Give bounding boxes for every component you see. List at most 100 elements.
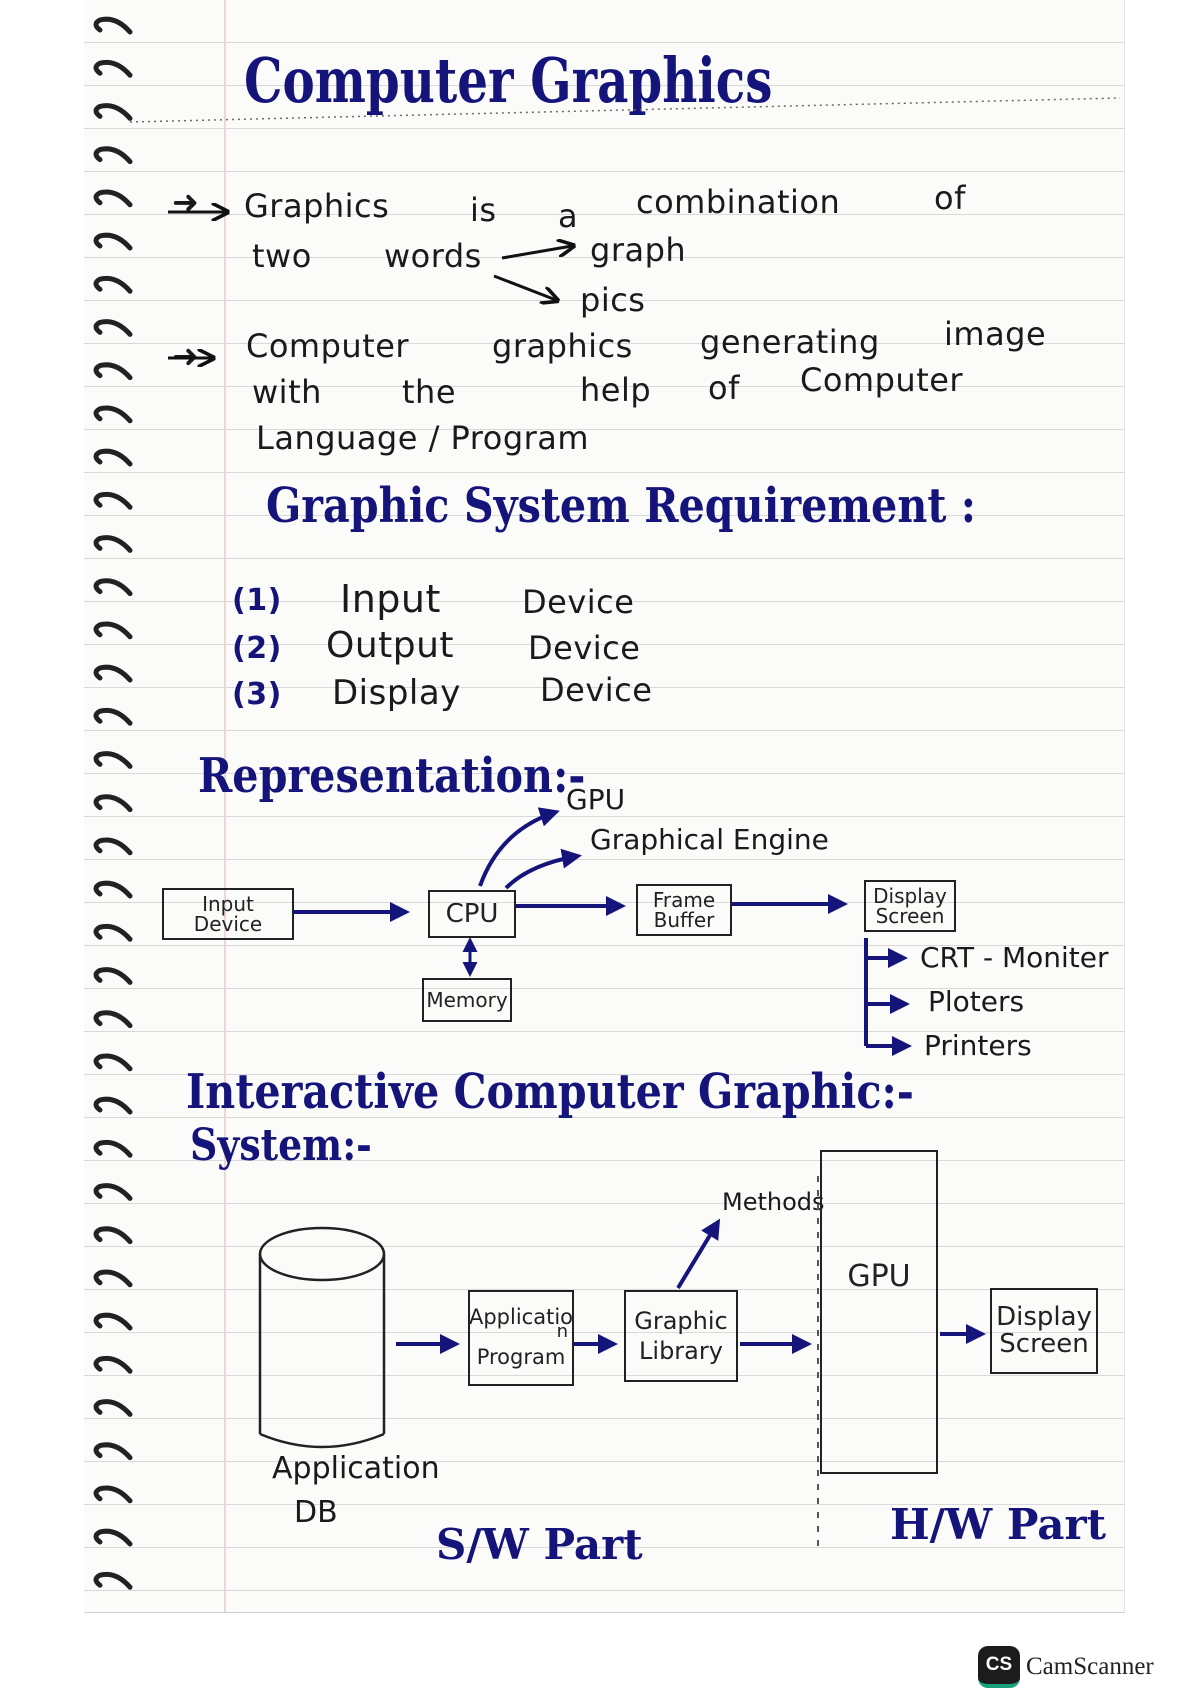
margin-line [224, 0, 226, 1612]
spiral-coil [93, 1096, 133, 1115]
spiral-coil [93, 967, 133, 985]
application-program-box: Applicatio n Program [468, 1290, 574, 1386]
def-line: Language / Program [256, 419, 590, 457]
spiral-coil [93, 1183, 133, 1201]
spiral-coil [93, 880, 133, 899]
spiral-coil [93, 16, 133, 35]
def-word: of [708, 369, 740, 407]
req-word: Input [340, 577, 441, 621]
camscanner-text: CamScanner [1026, 1653, 1154, 1680]
spiral-coil [93, 751, 133, 769]
spiral-coil [93, 578, 133, 597]
def-word: Computer [800, 361, 964, 399]
arrow-icon [676, 1218, 721, 1290]
spiral-coil [93, 1571, 133, 1590]
box-label: Frame [652, 887, 716, 912]
memory-box: Memory [422, 978, 512, 1022]
interactive-heading-2: System:- [190, 1120, 372, 1171]
representation-heading: Representation:- [198, 748, 586, 804]
box-label: Screen [999, 1329, 1089, 1359]
req-number: (1) [232, 583, 282, 618]
arrow-icon [504, 848, 582, 890]
spiral-coil [93, 837, 133, 856]
spiral-coil [93, 535, 133, 553]
interactive-display-box: Display Screen [990, 1288, 1098, 1374]
spiral-coil [93, 59, 133, 78]
req-word: Display [332, 673, 461, 713]
req-word: Output [326, 625, 455, 666]
gpu-label: GPU [566, 783, 626, 816]
def-word: generating [700, 323, 880, 361]
intro-word: combination [636, 183, 841, 221]
camscanner-watermark: CS CamScanner [978, 1646, 1154, 1688]
output-device: Ploters [928, 985, 1025, 1018]
spiral-coil [93, 405, 133, 424]
spiral-coil [93, 1528, 133, 1547]
def-word: with [252, 373, 322, 411]
spiral-coil [93, 1485, 133, 1504]
title-underline [129, 97, 1121, 123]
spiral-coil [93, 146, 133, 165]
camscanner-icon: CS [978, 1646, 1020, 1688]
spiral-coil [93, 1312, 133, 1331]
box-label: Buffer [653, 908, 715, 932]
database-cylinder-icon [258, 1226, 386, 1449]
def-word: graphics [492, 327, 633, 365]
def-word: the [402, 373, 457, 411]
box-label: Library [639, 1337, 723, 1365]
spiral-coil [93, 707, 133, 726]
intro-word: words [384, 237, 482, 275]
spiral-coil [93, 1010, 133, 1029]
spiral-coil [93, 1399, 133, 1417]
box-label: Memory [426, 987, 508, 1012]
def-word: help [580, 371, 652, 409]
box-label: Screen [875, 904, 945, 928]
arrow-icon [493, 274, 556, 300]
box-label: GPU [847, 1259, 911, 1294]
box-label: Device [193, 912, 263, 936]
graphic-library-box: Graphic Library [624, 1290, 738, 1382]
spiral-coil [93, 319, 133, 337]
box-label: Display [996, 1302, 1092, 1333]
def-word: Computer [246, 327, 410, 365]
req-number: (2) [232, 631, 282, 666]
requirements-heading: Graphic System Requirement : [266, 478, 977, 534]
spiral-coil [93, 1053, 133, 1072]
hw-part-label: H/W Part [890, 1500, 1107, 1549]
methods-label: Methods [722, 1188, 825, 1216]
box-label: Program [476, 1345, 566, 1370]
spiral-coil [93, 621, 133, 640]
spiral-coil [93, 923, 133, 942]
arrow-icon [478, 807, 560, 887]
req-word: Device [522, 583, 635, 621]
frame-buffer-box: Frame Buffer [636, 884, 732, 936]
display-screen-box: Display Screen [864, 880, 956, 932]
spiral-coil [93, 448, 133, 467]
spiral-coil [93, 1139, 133, 1158]
interactive-heading: Interactive Computer Graphic:- [186, 1064, 914, 1120]
box-label: CPU [445, 898, 499, 929]
page-title: Computer Graphics [244, 44, 773, 117]
sw-part-label: S/W Part [436, 1520, 643, 1569]
box-label: Applicatio [468, 1305, 574, 1330]
arrow-icon [501, 246, 572, 260]
arrow-bullet-icon: ➜ [172, 337, 200, 375]
spiral-coil [93, 1355, 133, 1374]
db-label: Application [272, 1451, 440, 1486]
def-word: image [944, 315, 1047, 353]
spiral-coil [93, 491, 133, 510]
box-label: Input [202, 891, 254, 916]
output-device: CRT - Moniter [920, 941, 1109, 974]
spiral-coil [93, 1269, 133, 1288]
spiral-coil [93, 794, 133, 813]
spiral-binding [93, 16, 133, 1590]
db-label: DB [294, 1495, 338, 1530]
engine-label: Graphical Engine [590, 823, 829, 856]
branch-graph: graph [590, 231, 687, 269]
intro-word: of [934, 179, 966, 217]
spiral-coil [93, 664, 133, 683]
intro-word: a [558, 197, 579, 235]
req-word: Device [528, 629, 641, 667]
box-label: Display [873, 883, 947, 908]
